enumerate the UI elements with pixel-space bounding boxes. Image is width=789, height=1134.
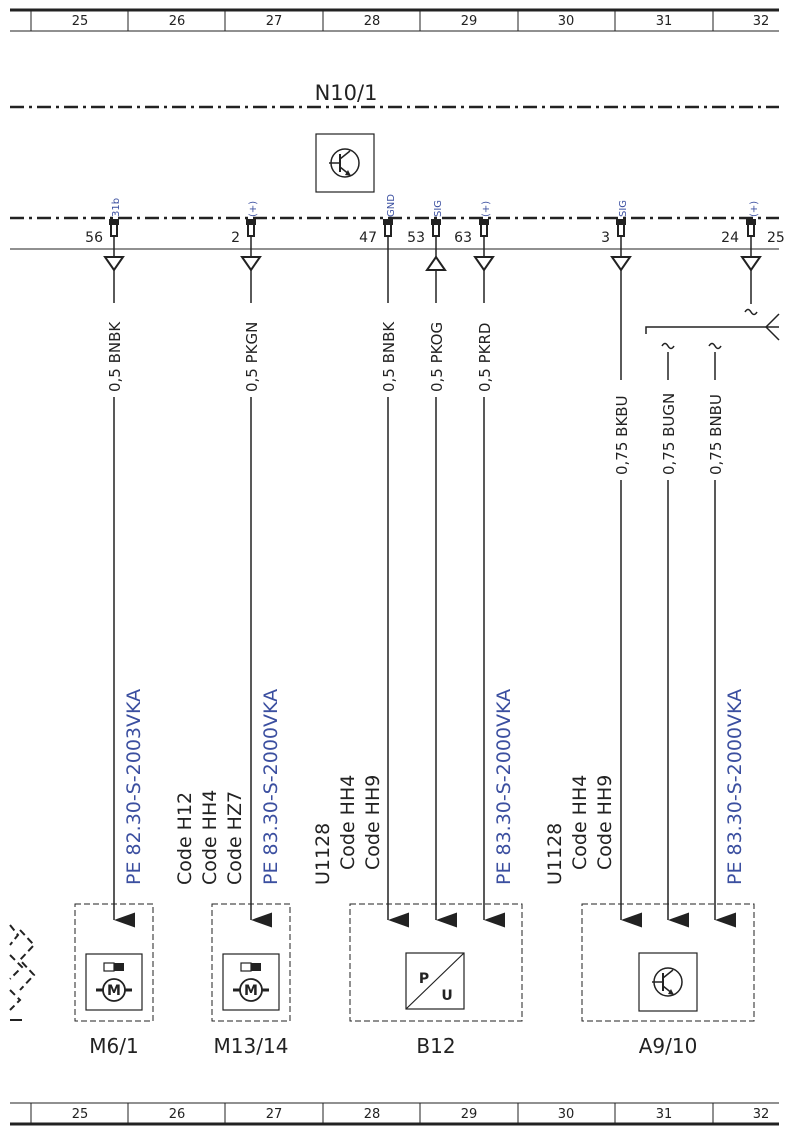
- grid-number-26-bottom: 26: [169, 1107, 186, 1122]
- component-label: M6/1: [89, 1034, 138, 1058]
- grid-number-29-bottom: 29: [461, 1107, 478, 1122]
- wire-label: 0,5 BNBK: [380, 321, 398, 392]
- grid-number-28-bottom: 28: [364, 1107, 381, 1122]
- motor-icon: M: [222, 953, 280, 1011]
- connector-pins: 31b 56 (+) 2 GND 47 SIG 53 (+) 63: [85, 194, 785, 246]
- top-grid-strip: 25 26 27 28 29 30 31 32: [10, 8, 779, 32]
- component-b12[interactable]: P U B12: [349, 903, 523, 1058]
- bottom-grid-strip: 25 26 27 28 29 30 31 32: [10, 1102, 779, 1126]
- pin-type-label: 31b: [111, 198, 122, 217]
- pin-type-label: GND: [386, 194, 397, 217]
- pin-type-label: (+): [749, 201, 760, 217]
- component-m13-14[interactable]: M M13/14: [211, 903, 291, 1058]
- pin-type-label: SIG: [618, 200, 629, 217]
- wire-label: 0,5 PKRD: [476, 323, 494, 392]
- code-label: Code H12: [174, 792, 196, 885]
- code-label: U1128: [312, 823, 334, 885]
- grid-number-25-bottom: 25: [72, 1107, 89, 1122]
- code-label: U1128: [544, 823, 566, 885]
- motor-symbol: M: [107, 983, 121, 999]
- code-labels: Code H12 Code HH4 Code HZ7 U1128 Code HH…: [174, 775, 616, 885]
- wires: 0,5 BNBK 0,5 PKGN 0,5 BNBK 0,5 PKOG 0,: [103, 236, 780, 928]
- wire-label: 0,75 BNBU: [707, 394, 725, 475]
- component-label: A9/10: [639, 1034, 698, 1058]
- module-n10-1: N10/1: [10, 81, 779, 250]
- grid-number-29: 29: [461, 14, 478, 29]
- wire-bnbu: 0,75 BNBU: [707, 342, 736, 928]
- pin-number: 47: [359, 230, 377, 246]
- partial-component-left: [9, 924, 36, 1021]
- wire-53: 0,5 PKOG: [425, 236, 457, 928]
- pin-63: (+) 63: [454, 201, 492, 246]
- pin-number-25: 25: [767, 230, 785, 246]
- wire-label: 0,5 BNBK: [106, 321, 124, 392]
- reference-labels[interactable]: PE 82.30-S-2003VKA PE 83.30-S-2000VKA PE…: [123, 689, 746, 885]
- pin-53: SIG 53: [407, 200, 444, 246]
- grid-number-28: 28: [364, 14, 381, 29]
- code-label: Code HH4: [199, 790, 221, 885]
- grid-number-30: 30: [558, 14, 575, 29]
- code-label: Code HH9: [594, 775, 616, 870]
- pin-type-label: SIG: [433, 200, 444, 217]
- pin-number: 24: [721, 230, 739, 246]
- wire-label: 0,75 BUGN: [660, 393, 678, 475]
- motor-icon: M: [85, 953, 143, 1011]
- pin-number: 56: [85, 230, 103, 246]
- transistor-icon: [638, 952, 698, 1012]
- voltage-symbol: U: [441, 988, 452, 1004]
- reference-link[interactable]: PE 83.30-S-2000VKA: [724, 689, 746, 885]
- grid-number-27-bottom: 27: [266, 1107, 283, 1122]
- grid-number-26: 26: [169, 14, 186, 29]
- wire-bugn: 0,75 BUGN: [660, 342, 689, 928]
- module-transistor-icon: [315, 133, 375, 193]
- wire-3: 0,75 BKBU: [610, 236, 642, 928]
- wire-label: 0,5 PKGN: [243, 322, 261, 392]
- reference-link[interactable]: PE 83.30-S-2000VKA: [260, 689, 282, 885]
- pin-3: SIG 3: [601, 200, 629, 246]
- code-label: Code HH4: [337, 775, 359, 870]
- pin-2: (+) 2: [231, 201, 259, 246]
- grid-number-25: 25: [72, 14, 89, 29]
- motor-symbol: M: [244, 983, 258, 999]
- grid-number-32-bottom: 32: [753, 1107, 770, 1122]
- pin-type-label: (+): [248, 201, 259, 217]
- pressure-sensor-icon: P U: [405, 952, 465, 1010]
- wire-label: 0,5 PKOG: [428, 322, 446, 392]
- pressure-symbol: P: [419, 971, 429, 987]
- grid-number-31-bottom: 31: [656, 1107, 673, 1122]
- reference-link[interactable]: PE 83.30-S-2000VKA: [493, 689, 515, 885]
- pin-number: 53: [407, 230, 425, 246]
- grid-number-31: 31: [656, 14, 673, 29]
- wire-56: 0,5 BNBK: [103, 236, 135, 928]
- pin-number: 2: [231, 230, 240, 246]
- component-a9-10[interactable]: A9/10: [581, 903, 755, 1058]
- wire-47: 0,5 BNBK: [380, 236, 409, 928]
- component-label: M13/14: [214, 1034, 289, 1058]
- pin-number: 63: [454, 230, 472, 246]
- module-title: N10/1: [315, 81, 378, 105]
- pin-56: 31b 56: [85, 198, 122, 246]
- code-label: Code HH4: [569, 775, 591, 870]
- component-label: B12: [416, 1034, 455, 1058]
- code-label: Code HZ7: [224, 791, 246, 885]
- pin-47: GND 47: [359, 194, 397, 246]
- pin-number: 3: [601, 230, 610, 246]
- pin-type-label: (+): [481, 201, 492, 217]
- grid-number-32: 32: [753, 14, 770, 29]
- code-label: Code HH9: [362, 775, 384, 870]
- wire-label: 0,75 BKBU: [613, 395, 631, 475]
- reference-link[interactable]: PE 82.30-S-2003VKA: [123, 689, 145, 885]
- wire-2: 0,5 PKGN: [240, 236, 272, 928]
- wire-63: 0,5 PKRD: [473, 236, 505, 928]
- grid-number-30-bottom: 30: [558, 1107, 575, 1122]
- component-m6-1[interactable]: M M6/1: [74, 903, 154, 1058]
- wire-24-bundle: [645, 236, 780, 341]
- pin-24: (+) 24: [721, 201, 760, 246]
- grid-number-27: 27: [266, 14, 283, 29]
